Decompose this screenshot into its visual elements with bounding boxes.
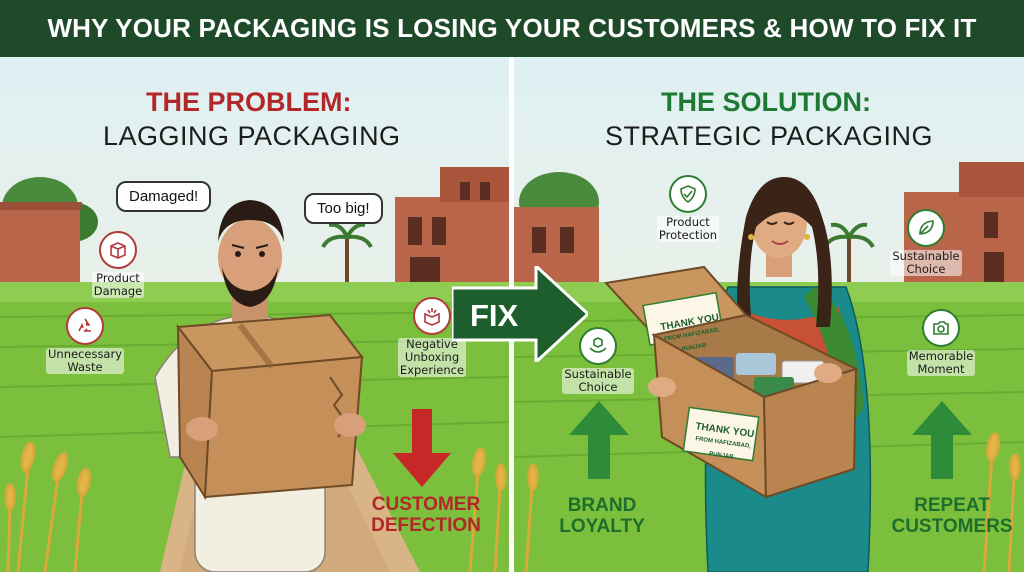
up-arrow-right	[912, 401, 972, 479]
problem-subheading: LAGGING PACKAGING	[103, 121, 401, 151]
problem-heading: THE PROBLEM:	[146, 87, 352, 117]
banner-title: WHY YOUR PACKAGING IS LOSING YOUR CUSTOM…	[47, 13, 977, 43]
solution-panel: THE SOLUTION: STRATEGIC PACKAGING Produc…	[514, 57, 1024, 572]
damaged-bubble: Damaged!	[116, 181, 212, 212]
solution-subheading: STRATEGIC PACKAGING	[605, 121, 934, 151]
problem-panel: THE PROBLEM: LAGGING PACKAGING Damaged! …	[0, 57, 510, 572]
open-gift-box	[604, 265, 859, 499]
broken-box-icon	[413, 297, 451, 335]
recycle-icon	[66, 307, 104, 345]
damaged-box	[176, 313, 366, 501]
hands-box-icon	[579, 327, 617, 365]
leaf-icon	[907, 209, 945, 247]
damaged-box-icon	[99, 231, 137, 269]
down-arrow	[393, 409, 451, 487]
fix-arrow-icon	[452, 266, 588, 362]
camera-icon	[922, 309, 960, 347]
solution-heading: THE SOLUTION:	[661, 87, 871, 117]
shield-check-icon	[669, 175, 707, 213]
up-arrow-left	[569, 401, 629, 479]
title-banner: WHY YOUR PACKAGING IS LOSING YOUR CUSTOM…	[0, 0, 1024, 57]
too-big-bubble: Too big!	[304, 193, 383, 224]
fix-label: FIX	[470, 298, 519, 333]
